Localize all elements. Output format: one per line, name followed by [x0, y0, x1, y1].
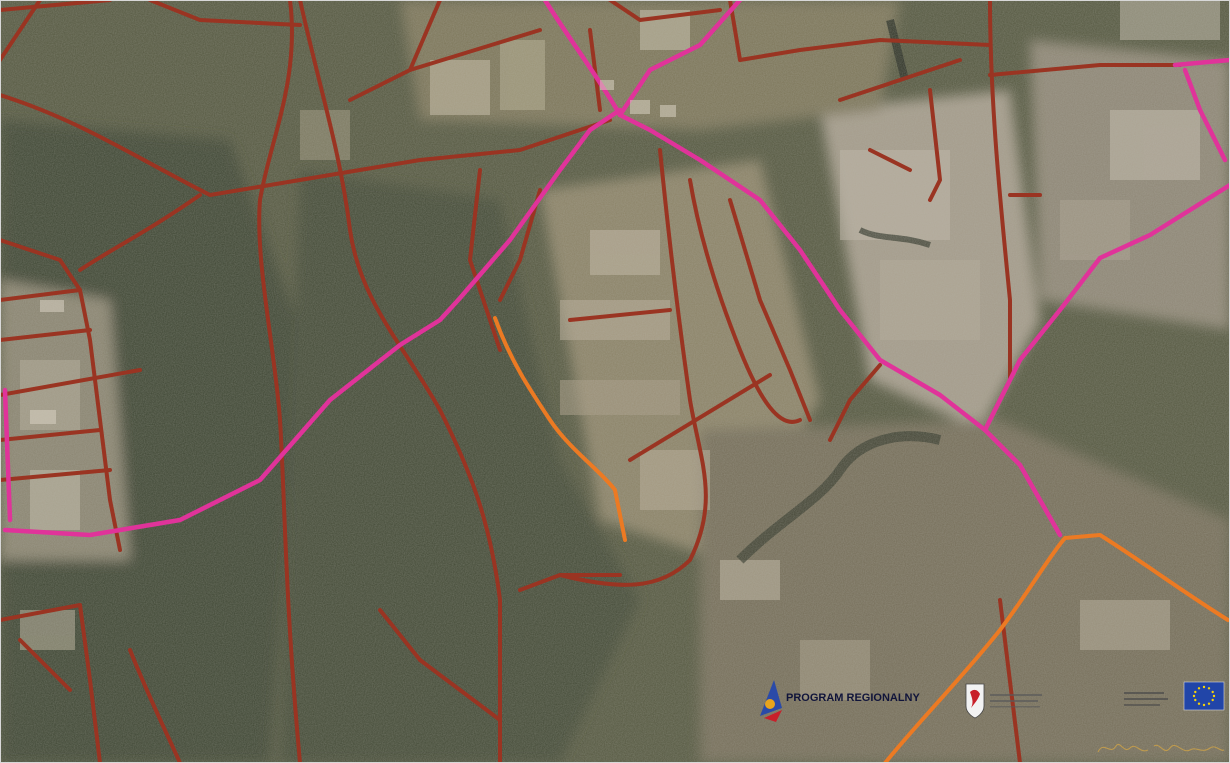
pomorskie-text-block: [990, 694, 1042, 708]
local-road: [128, 648, 182, 763]
eu-flag: [1183, 681, 1225, 711]
local-road: [988, 63, 1182, 77]
regional-route-edge[interactable]: [2, 387, 13, 523]
building: [630, 100, 650, 114]
local-road: [0, 288, 82, 302]
local-road: [0, 0, 42, 62]
local-road: [468, 168, 502, 352]
building: [600, 80, 614, 90]
local-road: [688, 178, 802, 424]
local-road: [0, 93, 612, 197]
program-regionalny-text: PROGRAM REGIONALNY: [786, 692, 921, 704]
regional-route-west[interactable]: [2, 107, 623, 538]
local-road: [148, 0, 302, 27]
program-logo-mark: [760, 680, 782, 716]
local-road: [828, 363, 882, 442]
local-road: [0, 238, 122, 552]
local-road: [0, 468, 112, 482]
building: [40, 300, 64, 312]
program-logo-flag: [764, 710, 782, 722]
local-road: [378, 608, 422, 662]
eu-stars-icon: [1192, 685, 1216, 707]
regional-route-main[interactable]: [542, 0, 1063, 538]
small-print-logo: [1124, 692, 1168, 706]
local-road: [18, 638, 72, 692]
local-road: [518, 573, 622, 592]
local-road: [868, 148, 912, 172]
local-road: [0, 328, 92, 342]
program-logo-sun: [765, 699, 775, 709]
local-road: [728, 0, 992, 62]
regional-routes: [2, 0, 1230, 538]
local-road: [0, 0, 112, 12]
local-road: [558, 148, 708, 587]
regional-route-edge[interactable]: [1172, 57, 1230, 68]
building: [660, 105, 676, 117]
local-road: [0, 428, 102, 442]
local-road: [608, 0, 722, 22]
local-road: [298, 0, 502, 763]
local-road: [588, 28, 602, 112]
regional-route-north[interactable]: [617, 0, 743, 118]
buildings: [30, 80, 676, 424]
local-road: [838, 58, 962, 102]
signature-watermark: [1090, 732, 1228, 762]
local-road: [928, 88, 942, 202]
local-road: [0, 603, 102, 763]
logo-strip: PROGRAM REGIONALNY: [752, 672, 1228, 734]
local-road: [498, 188, 542, 302]
highlighted-route-south[interactable]: [883, 533, 1230, 763]
local-road: [628, 373, 772, 462]
griffin-icon: [970, 689, 980, 708]
local-road: [418, 658, 502, 722]
pomorskie-coat-of-arms: [965, 683, 985, 719]
local-road: [568, 308, 672, 322]
local-road: [0, 368, 142, 397]
local-road: [257, 0, 302, 763]
program-regionalny-logo: PROGRAM REGIONALNY: [760, 680, 921, 722]
local-road: [728, 198, 812, 422]
local-roads: [0, 0, 1182, 763]
regional-route-edge[interactable]: [1182, 67, 1228, 163]
highlighted-route-local[interactable]: [493, 316, 627, 542]
building: [30, 410, 56, 424]
regional-route-east[interactable]: [982, 182, 1230, 433]
local-road: [408, 28, 542, 72]
local-road: [988, 0, 1012, 382]
highlighted-routes: [493, 316, 1230, 763]
local-road: [78, 193, 202, 272]
